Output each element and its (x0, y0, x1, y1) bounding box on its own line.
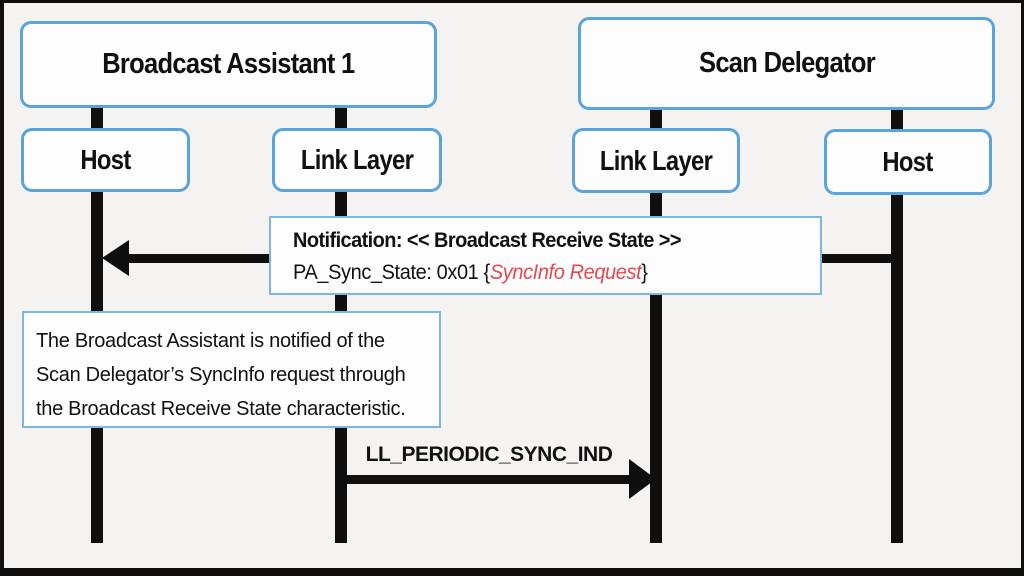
sd-host-label: Host (882, 146, 934, 177)
entity-box-scan-delegator: Scan Delegator (578, 17, 995, 110)
annotation-text: The Broadcast Assistant is notified of t… (36, 330, 406, 420)
component-box-ba-linklayer: Link Layer (272, 128, 442, 192)
entity-box-broadcast-assistant: Broadcast Assistant 1 (20, 21, 437, 108)
ba-host-connector (91, 104, 103, 130)
notification-line2-prefix: PA_Sync_State: 0x01 { (293, 261, 490, 284)
component-box-ba-host: Host (21, 128, 190, 192)
sd-host-lifeline (891, 194, 903, 543)
ll-sync-arrowhead-right (629, 459, 656, 499)
notification-line2-highlight: SyncInfo Request (489, 261, 642, 284)
ba-linklayer-label: Link Layer (300, 144, 414, 175)
notification-label-box: Notification: << Broadcast Receive State… (269, 216, 822, 295)
scan-delegator-title: Scan Delegator (698, 47, 876, 79)
sd-host-connector (891, 107, 903, 131)
notification-line2: PA_Sync_State: 0x01 {SyncInfo Request} (293, 257, 786, 289)
broadcast-assistant-title: Broadcast Assistant 1 (102, 48, 355, 80)
ba-host-label: Host (80, 144, 131, 175)
notification-line2-suffix: } (641, 261, 648, 284)
ll-sync-arrow-line (341, 475, 633, 484)
ll-sync-label: LL_PERIODIC_SYNC_IND (365, 443, 613, 466)
notification-line1: Notification: << Broadcast Receive State… (293, 229, 682, 252)
sd-linklayer-connector (650, 107, 662, 130)
component-box-sd-linklayer: Link Layer (572, 128, 740, 193)
ba-linklayer-connector (335, 104, 347, 130)
notification-arrowhead-left (102, 240, 129, 276)
sd-linklayer-label: Link Layer (599, 144, 713, 176)
component-box-sd-host: Host (824, 129, 992, 195)
annotation-box: The Broadcast Assistant is notified of t… (22, 311, 441, 428)
